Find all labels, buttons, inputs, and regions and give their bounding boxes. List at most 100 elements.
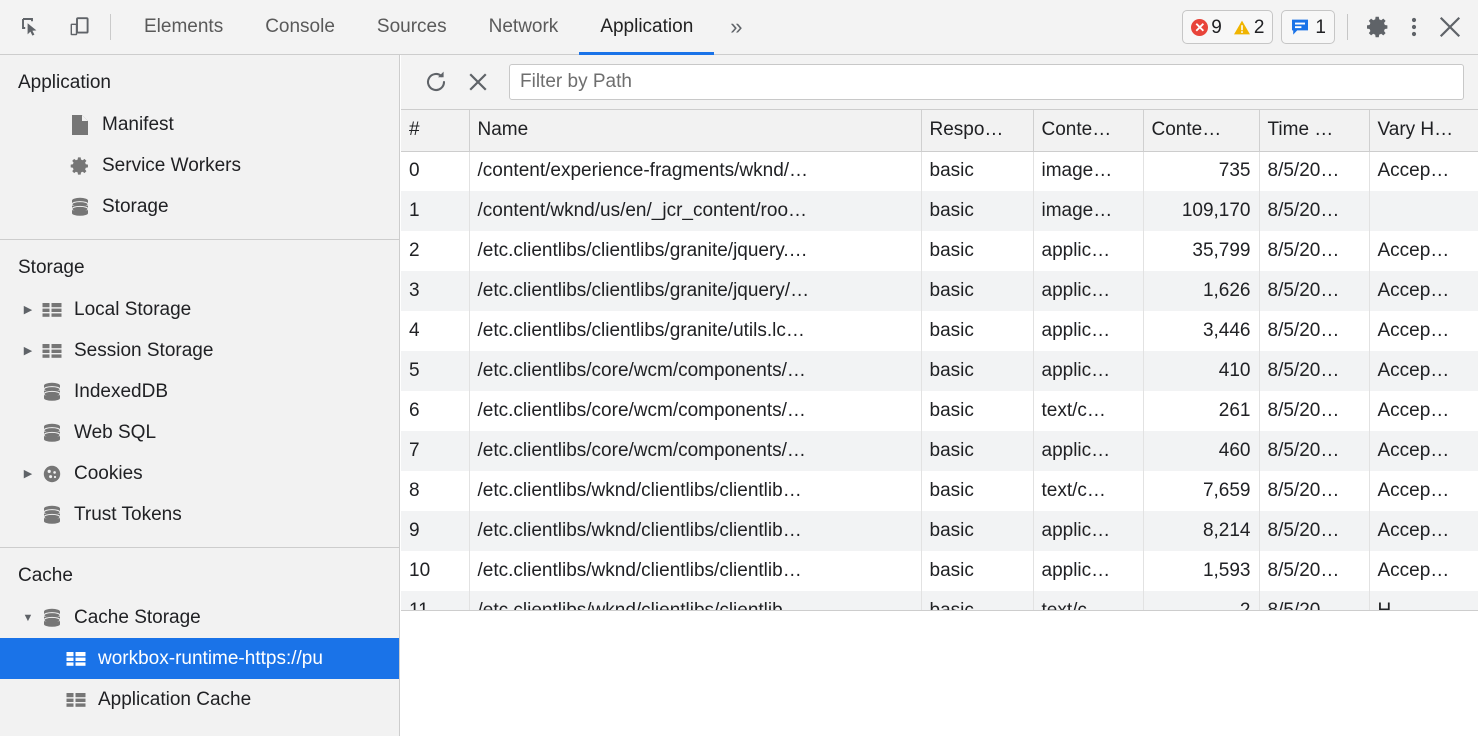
cell-name: /content/experience-fragments/wknd/… bbox=[469, 151, 922, 191]
error-counter[interactable]: ✕ 9 bbox=[1191, 18, 1222, 37]
sidebar-item-storage[interactable]: ▶ Storage bbox=[0, 186, 399, 227]
database-glyph bbox=[43, 608, 61, 627]
cache-preview-pane bbox=[401, 610, 1478, 736]
cell-index: 0 bbox=[401, 151, 470, 191]
table-row[interactable]: 3 /etc.clientlibs/clientlibs/granite/jqu… bbox=[401, 271, 1478, 311]
cell-content-type: applic… bbox=[1033, 271, 1144, 311]
sidebar-item-session-storage-label: Session Storage bbox=[74, 340, 214, 361]
column-header-content-type[interactable]: Conte… bbox=[1033, 110, 1144, 152]
column-header-name[interactable]: Name bbox=[469, 110, 922, 152]
refresh-icon[interactable] bbox=[415, 61, 457, 103]
cell-response-type: basic bbox=[921, 391, 1034, 431]
sidebar-item-cookies[interactable]: ▶ Cookies bbox=[0, 453, 399, 494]
database-icon bbox=[38, 422, 66, 444]
sidebar-item-local-storage[interactable]: ▶ Local Storage bbox=[0, 289, 399, 330]
toolbar-divider bbox=[110, 14, 111, 40]
table-row[interactable]: 0 /content/experience-fragments/wknd/… b… bbox=[401, 151, 1478, 191]
chevron-down-icon[interactable]: ▼ bbox=[22, 611, 34, 624]
cell-response-type: basic bbox=[921, 231, 1034, 271]
more-tabs-label: » bbox=[730, 14, 743, 39]
table-row[interactable]: 9 /etc.clientlibs/wknd/clientlibs/client… bbox=[401, 511, 1478, 551]
messages-counter-pill[interactable]: 1 bbox=[1281, 10, 1335, 44]
cell-response-type: basic bbox=[921, 311, 1034, 351]
cell-time-cached: 8/5/20… bbox=[1259, 471, 1370, 511]
application-sidebar[interactable]: Application ▶ Manifest ▶ bbox=[0, 55, 400, 736]
tab-sources[interactable]: Sources bbox=[356, 0, 468, 55]
table-row[interactable]: 4 /etc.clientlibs/clientlibs/granite/uti… bbox=[401, 311, 1478, 351]
cell-time-cached: 8/5/20… bbox=[1259, 311, 1370, 351]
cell-content-type: applic… bbox=[1033, 231, 1144, 271]
table-grid-icon bbox=[62, 649, 90, 669]
clear-x-glyph bbox=[469, 73, 487, 91]
cell-content-length: 410 bbox=[1143, 351, 1260, 391]
tab-application[interactable]: Application bbox=[579, 0, 715, 55]
cell-vary-header: Accep… bbox=[1369, 311, 1478, 351]
column-header-time-cached[interactable]: Time … bbox=[1259, 110, 1370, 152]
kebab-menu-icon[interactable] bbox=[1396, 9, 1432, 45]
message-bubble-glyph bbox=[1292, 19, 1309, 35]
tab-elements[interactable]: Elements bbox=[123, 0, 244, 55]
device-toolbar-icon[interactable] bbox=[60, 8, 98, 46]
table-row[interactable]: 1 /content/wknd/us/en/_jcr_content/roo… … bbox=[401, 191, 1478, 231]
cell-time-cached: 8/5/20… bbox=[1259, 231, 1370, 271]
table-row[interactable]: 10 /etc.clientlibs/wknd/clientlibs/clien… bbox=[401, 551, 1478, 591]
sidebar-item-web-sql[interactable]: ▶ Web SQL bbox=[0, 412, 399, 453]
inspect-element-icon[interactable] bbox=[12, 8, 50, 46]
table-grid-icon bbox=[62, 690, 90, 710]
sidebar-item-manifest[interactable]: ▶ Manifest bbox=[0, 104, 399, 145]
column-header-response-type[interactable]: Respo… bbox=[921, 110, 1034, 152]
sidebar-item-indexeddb[interactable]: ▶ IndexedDB bbox=[0, 371, 399, 412]
column-header-content-length[interactable]: Conte… bbox=[1143, 110, 1260, 152]
cell-response-type: basic bbox=[921, 471, 1034, 511]
sidebar-item-trust-tokens[interactable]: ▶ Trust Tokens bbox=[0, 494, 399, 535]
table-row[interactable]: 8 /etc.clientlibs/wknd/clientlibs/client… bbox=[401, 471, 1478, 511]
cell-vary-header: Accep… bbox=[1369, 511, 1478, 551]
cell-vary-header: Accep… bbox=[1369, 271, 1478, 311]
cell-index: 7 bbox=[401, 431, 470, 471]
cache-entries-table-wrap[interactable]: # Name Respo… Conte… Conte… Time … Vary … bbox=[401, 110, 1478, 664]
tab-network[interactable]: Network bbox=[468, 0, 580, 55]
cell-response-type: basic bbox=[921, 511, 1034, 551]
table-row[interactable]: 5 /etc.clientlibs/core/wcm/components/… … bbox=[401, 351, 1478, 391]
cell-content-type: image… bbox=[1033, 151, 1144, 191]
cell-content-type: applic… bbox=[1033, 431, 1144, 471]
tab-console[interactable]: Console bbox=[244, 0, 356, 55]
cell-time-cached: 8/5/20… bbox=[1259, 191, 1370, 231]
sidebar-item-cache-storage[interactable]: ▼ Cache Storage bbox=[0, 597, 399, 638]
cell-content-length: 109,170 bbox=[1143, 191, 1260, 231]
chevron-right-icon[interactable]: ▶ bbox=[23, 468, 33, 480]
table-row[interactable]: 2 /etc.clientlibs/clientlibs/granite/jqu… bbox=[401, 231, 1478, 271]
sidebar-section-cache: Cache ▼ Cache Storage bbox=[0, 548, 399, 732]
error-icon: ✕ bbox=[1191, 18, 1209, 36]
sidebar-item-trust-tokens-label: Trust Tokens bbox=[74, 504, 182, 525]
column-header-vary-header[interactable]: Vary H… bbox=[1369, 110, 1478, 152]
sidebar-item-application-cache-label: Application Cache bbox=[98, 689, 252, 710]
column-header-index[interactable]: # bbox=[401, 110, 470, 152]
sidebar-item-service-workers[interactable]: ▶ Service Workers bbox=[0, 145, 399, 186]
cookie-glyph bbox=[43, 465, 61, 482]
table-grid-glyph bbox=[66, 651, 86, 666]
cell-index: 8 bbox=[401, 471, 470, 511]
table-row[interactable]: 7 /etc.clientlibs/core/wcm/components/… … bbox=[401, 431, 1478, 471]
inspect-element-glyph bbox=[22, 18, 37, 36]
chevron-right-icon[interactable]: ▶ bbox=[23, 304, 33, 316]
clear-x-icon[interactable] bbox=[457, 61, 499, 103]
table-grid-glyph bbox=[66, 692, 86, 707]
cell-content-length: 1,626 bbox=[1143, 271, 1260, 311]
gear-icon[interactable] bbox=[1360, 9, 1396, 45]
chevron-right-icon[interactable]: ▶ bbox=[23, 345, 33, 357]
sidebar-item-workbox-runtime-cache[interactable]: workbox-runtime-https://pu bbox=[0, 638, 399, 679]
cell-name: /etc.clientlibs/wknd/clientlibs/clientli… bbox=[469, 511, 922, 551]
filter-by-path-input[interactable] bbox=[509, 64, 1464, 100]
close-icon[interactable] bbox=[1432, 9, 1468, 45]
sidebar-item-session-storage[interactable]: ▶ Session Storage bbox=[0, 330, 399, 371]
warning-count: 2 bbox=[1253, 16, 1265, 38]
issues-counter-pill[interactable]: ✕ 9 2 bbox=[1182, 10, 1274, 44]
table-row[interactable]: 6 /etc.clientlibs/core/wcm/components/… … bbox=[401, 391, 1478, 431]
more-tabs-icon[interactable]: » bbox=[714, 0, 758, 55]
cell-response-type: basic bbox=[921, 431, 1034, 471]
sidebar-item-application-cache[interactable]: Application Cache bbox=[0, 679, 399, 720]
warning-counter[interactable]: 2 bbox=[1233, 16, 1265, 38]
cell-name: /etc.clientlibs/clientlibs/granite/utils… bbox=[469, 311, 922, 351]
cell-index: 3 bbox=[401, 271, 470, 311]
